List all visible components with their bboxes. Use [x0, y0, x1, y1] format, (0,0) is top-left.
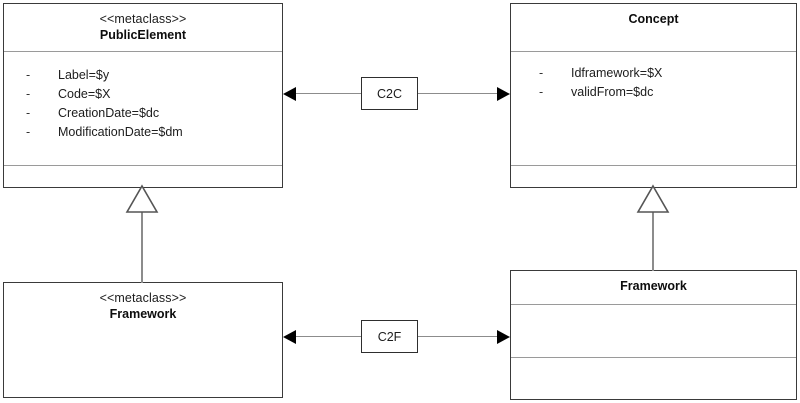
- attribute-bullet: -: [539, 66, 544, 80]
- arrowhead-c2c-source: [283, 87, 296, 101]
- attribute-text: CreationDate=$dc: [58, 106, 160, 120]
- attribute-row: - Idframework=$X: [511, 64, 796, 83]
- attribute-bullet: -: [26, 87, 31, 101]
- arrowhead-c2c-target: [497, 87, 510, 101]
- association-label-text: C2F: [377, 329, 402, 344]
- attribute-text: validFrom=$dc: [571, 85, 654, 99]
- generalization-line-left: [141, 211, 143, 283]
- generalization-line-right: [652, 211, 654, 271]
- association-line-c2c-right: [418, 93, 498, 95]
- attribute-bullet: -: [26, 106, 31, 120]
- class-name: PublicElement: [99, 28, 187, 42]
- attribute-bullet: -: [539, 85, 544, 99]
- association-label-text: C2C: [376, 86, 402, 101]
- association-line-c2c-left: [296, 93, 361, 95]
- association-label-c2c[interactable]: C2C: [361, 77, 418, 110]
- class-header-framework: Framework: [511, 271, 796, 304]
- attribute-text: Label=$y: [58, 68, 110, 82]
- class-name: Framework: [109, 307, 177, 321]
- class-operations-public-element: [4, 165, 282, 187]
- association-line-c2f-right: [418, 336, 498, 338]
- attribute-row: - Label=$y: [4, 66, 282, 85]
- class-box-public-element[interactable]: <<metaclass>> PublicElement - Label=$y -…: [3, 3, 283, 188]
- class-box-framework-metaclass[interactable]: <<metaclass>> Framework: [3, 282, 283, 398]
- class-box-framework[interactable]: Framework: [510, 270, 797, 400]
- class-operations-concept: [511, 165, 796, 187]
- class-header-concept: Concept: [511, 4, 796, 51]
- arrowhead-c2f-target: [497, 330, 510, 344]
- class-header-framework-metaclass: <<metaclass>> Framework: [4, 283, 282, 397]
- class-name: Framework: [620, 279, 687, 293]
- attribute-text: Code=$X: [58, 87, 111, 101]
- attribute-row: - Code=$X: [4, 85, 282, 104]
- class-stereotype: <<metaclass>>: [99, 12, 187, 26]
- attribute-row: - ModificationDate=$dm: [4, 123, 282, 142]
- arrowhead-c2f-source: [283, 330, 296, 344]
- attribute-bullet: -: [26, 125, 31, 139]
- class-attributes-concept: - Idframework=$X - validFrom=$dc: [511, 51, 796, 165]
- attribute-bullet: -: [26, 68, 31, 82]
- class-operations-framework: [511, 357, 796, 399]
- association-line-c2f-left: [296, 336, 361, 338]
- attribute-row: - CreationDate=$dc: [4, 104, 282, 123]
- class-stereotype: <<metaclass>>: [99, 291, 187, 305]
- generalization-arrow-left-icon: [125, 184, 159, 213]
- association-label-c2f[interactable]: C2F: [361, 320, 418, 353]
- class-header-public-element: <<metaclass>> PublicElement: [4, 4, 282, 51]
- class-name: Concept: [628, 12, 679, 26]
- attribute-text: Idframework=$X: [571, 66, 663, 80]
- class-attributes-framework: [511, 304, 796, 357]
- class-attributes-public-element: - Label=$y - Code=$X - CreationDate=$dc …: [4, 51, 282, 165]
- attribute-list: - Idframework=$X - validFrom=$dc: [511, 52, 796, 102]
- attribute-text: ModificationDate=$dm: [58, 125, 183, 139]
- attribute-row: - validFrom=$dc: [511, 83, 796, 102]
- generalization-arrow-right-icon: [636, 184, 670, 213]
- class-box-concept[interactable]: Concept - Idframework=$X - validFrom=$dc: [510, 3, 797, 188]
- attribute-list: - Label=$y - Code=$X - CreationDate=$dc …: [4, 52, 282, 142]
